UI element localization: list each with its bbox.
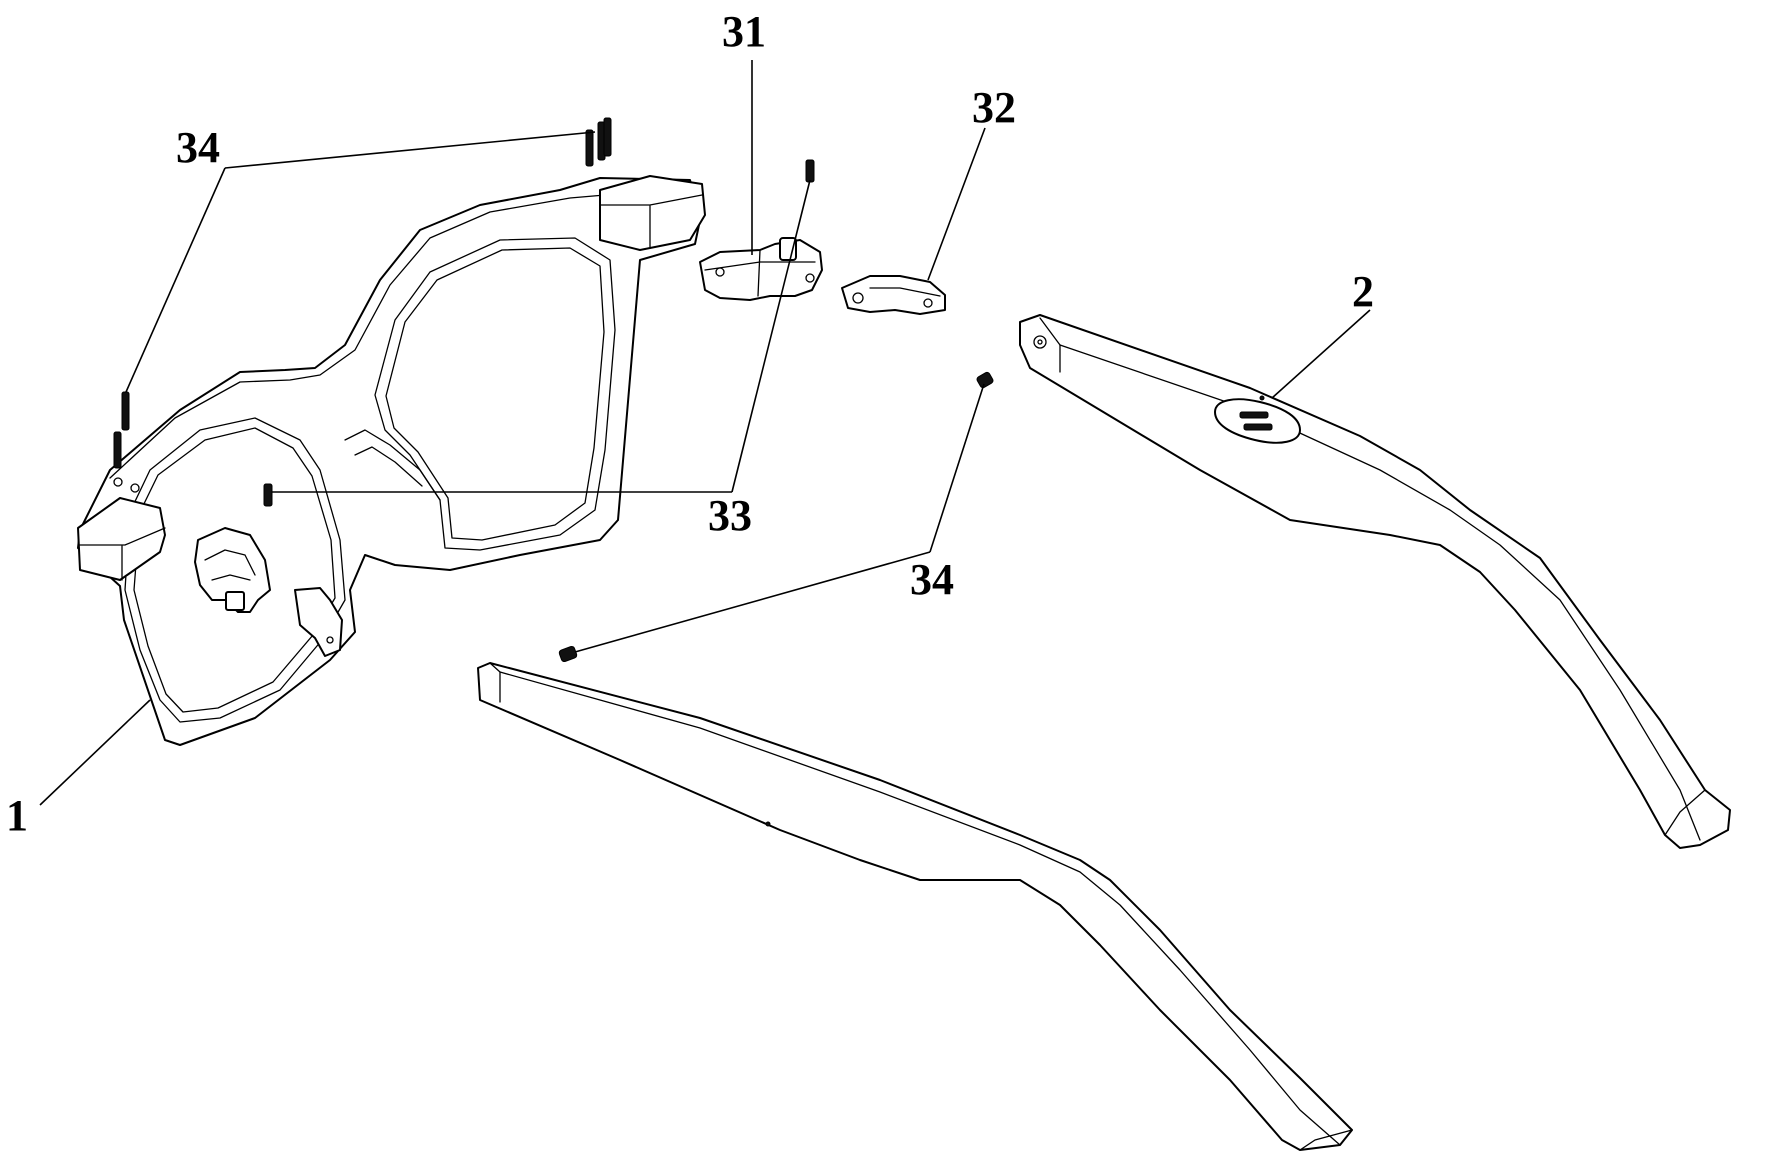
hinge-assembly-31 (700, 238, 822, 300)
leader-34b (126, 168, 225, 392)
label-34-top: 34 (176, 123, 220, 172)
leader-1 (40, 700, 150, 805)
label-34-bottom: 34 (910, 555, 954, 604)
leader-32 (928, 128, 985, 280)
screw-34-left-temple (558, 646, 577, 663)
hinge-part-32 (842, 276, 945, 314)
screw-34-right-temple (976, 371, 994, 388)
label-31: 31 (722, 7, 766, 56)
leader-34a (225, 132, 595, 168)
leader-33b (732, 180, 810, 492)
glasses-front-frame (78, 176, 705, 745)
leader-34c (930, 384, 984, 552)
leader-2 (1272, 310, 1370, 398)
label-1: 1 (6, 791, 28, 840)
label-2: 2 (1352, 267, 1374, 316)
temple-left (478, 663, 1352, 1150)
temple-right (1020, 315, 1730, 848)
leader-34d (575, 552, 930, 652)
label-33: 33 (708, 491, 752, 540)
label-32: 32 (972, 83, 1016, 132)
screws-33 (264, 160, 814, 506)
